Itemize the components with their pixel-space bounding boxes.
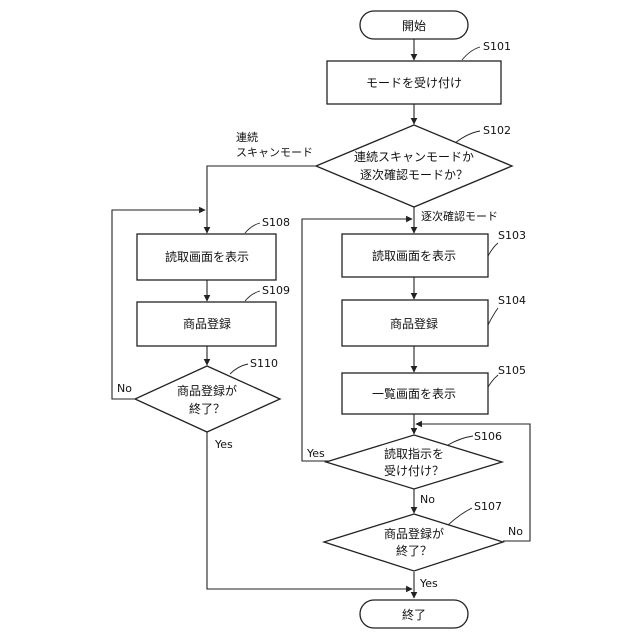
s102-diamond — [316, 125, 512, 207]
s110-step-number: S110 — [250, 357, 278, 370]
leader-s110 — [230, 364, 248, 374]
label-continuous-line-1: 連続 — [236, 130, 258, 144]
s110-label-line-2: 終了？ — [189, 401, 225, 416]
leader-s106 — [448, 436, 473, 445]
leader-s104 — [488, 308, 498, 325]
s103-step-number: S103 — [498, 229, 526, 242]
s105-label: 一覧画面を表示 — [372, 387, 456, 401]
s102-label-line-1: 連続スキャンモードか — [354, 150, 474, 164]
s106-step-number: S106 — [474, 430, 502, 443]
s110-diamond — [135, 366, 280, 432]
label-s106-yes: Yes — [306, 447, 325, 460]
label-s107-yes: Yes — [419, 577, 438, 590]
s104-step-number: S104 — [498, 294, 526, 307]
decision-s106: 読取指示を 受け付け？ S106 — [326, 430, 502, 489]
leader-s102 — [455, 131, 480, 143]
label-s106-no: No — [420, 493, 435, 506]
label-s110-yes: Yes — [214, 438, 233, 451]
s103-label: 読取画面を表示 — [372, 248, 456, 263]
s109-step-number: S109 — [262, 284, 290, 297]
leader-s105 — [488, 375, 498, 387]
s108-label: 読取画面を表示 — [165, 249, 249, 264]
step-s109: 商品登録 S109 — [137, 284, 290, 346]
end-label: 終了 — [402, 607, 426, 622]
s104-label: 商品登録 — [390, 316, 438, 331]
s101-label: モードを受け付け — [366, 76, 462, 90]
label-continuous-line-2: スキャンモード — [236, 146, 313, 159]
leader-s107 — [448, 508, 472, 525]
label-sequential: 逐次確認モード — [421, 209, 498, 223]
s102-label-line-2: 逐次確認モードか？ — [360, 167, 468, 182]
label-s110-no: No — [117, 382, 132, 395]
s109-label: 商品登録 — [183, 316, 231, 331]
step-s108: 読取画面を表示 S108 — [137, 216, 290, 280]
s105-step-number: S105 — [498, 364, 526, 377]
edge-labels: 連続 スキャンモード 逐次確認モード No Yes Yes No No Yes — [117, 130, 523, 590]
decision-s102: 連続スキャンモードか 逐次確認モードか？ S102 — [316, 124, 512, 207]
s108-step-number: S108 — [262, 216, 290, 229]
step-s104: 商品登録 S104 — [342, 294, 526, 346]
s107-step-number: S107 — [474, 500, 502, 513]
s107-label-line-2: 終了？ — [396, 543, 432, 558]
start-terminal: 開始 — [360, 11, 468, 39]
step-s105: 一覧画面を表示 S105 — [342, 364, 526, 414]
leader-s108 — [245, 223, 260, 233]
leader-s103 — [488, 243, 498, 256]
label-s107-no: No — [508, 525, 523, 538]
s110-label-line-1: 商品登録が — [177, 383, 237, 398]
s106-diamond — [326, 435, 502, 489]
end-terminal: 終了 — [360, 600, 468, 628]
start-label: 開始 — [402, 19, 426, 33]
s106-label-line-1: 読取指示を — [384, 446, 444, 461]
step-s103: 読取画面を表示 S103 — [342, 229, 526, 277]
s101-step-number: S101 — [483, 40, 511, 53]
leader-s101 — [462, 47, 480, 60]
s102-step-number: S102 — [483, 124, 511, 137]
s107-diamond — [324, 514, 503, 571]
step-s101: モードを受け付け S101 — [327, 40, 511, 104]
decision-s110: 商品登録が 終了？ S110 — [135, 357, 280, 432]
leader-s109 — [245, 291, 260, 301]
s107-label-line-1: 商品登録が — [384, 526, 444, 541]
s106-label-line-2: 受け付け？ — [384, 464, 444, 478]
